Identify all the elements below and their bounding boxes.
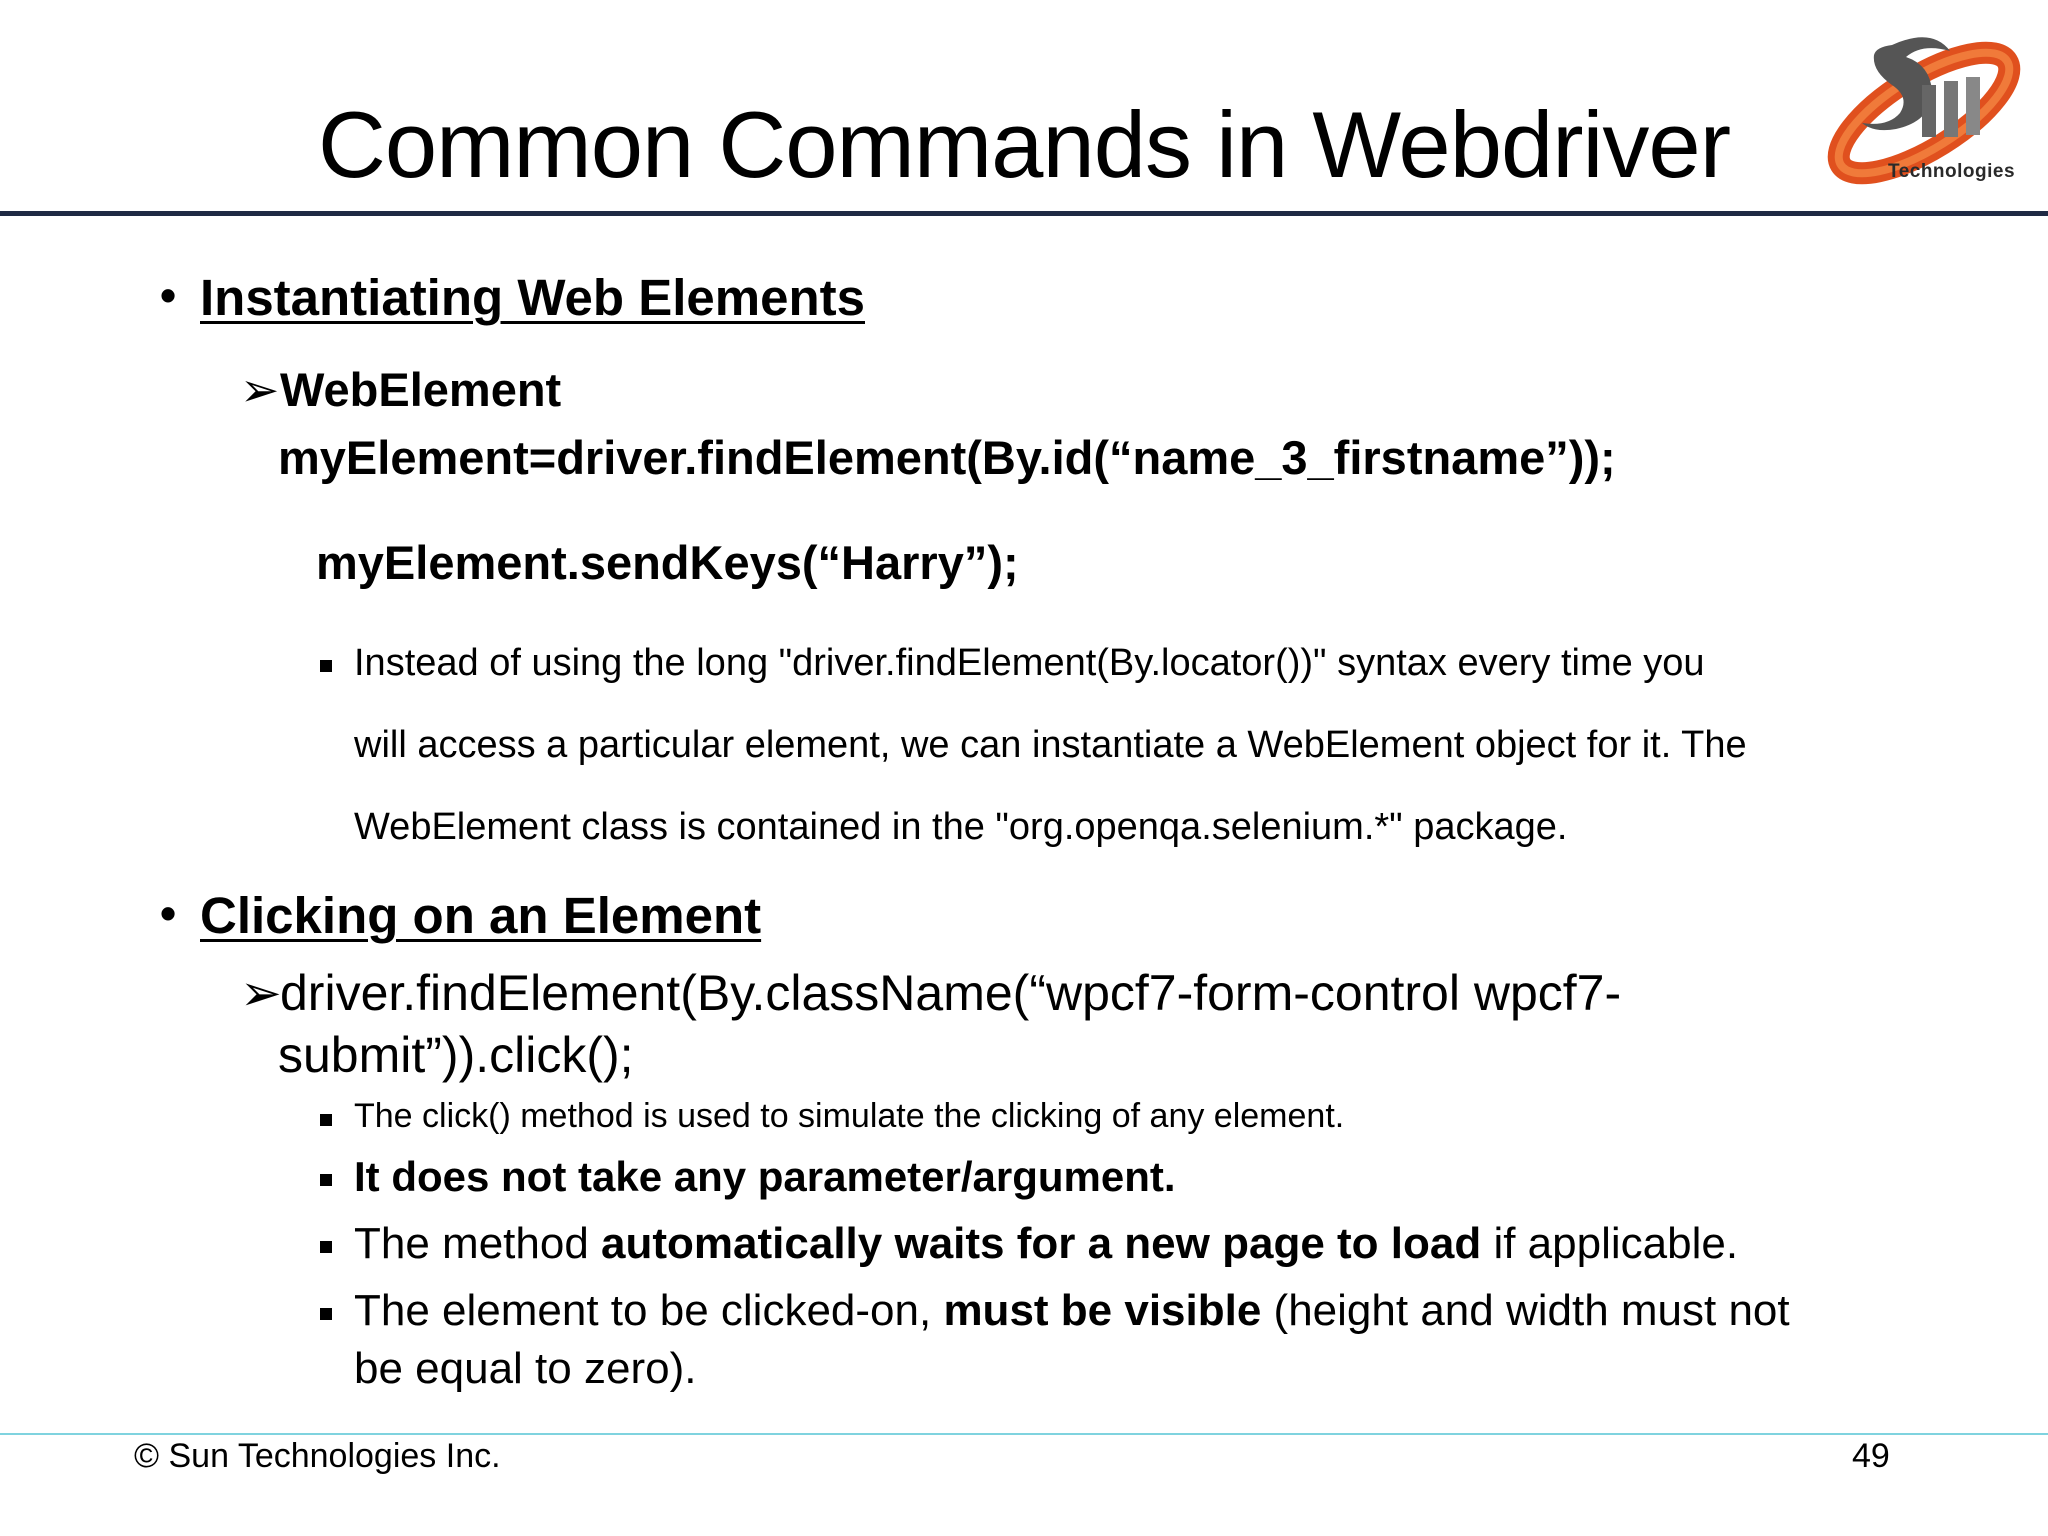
square-bullet-icon — [320, 1241, 332, 1253]
footer-copyright: © Sun Technologies Inc. — [134, 1437, 501, 1475]
section2-code-line1: ➢driver.findElement(By.className(“wpcf7-… — [240, 965, 1622, 1021]
square-bullet-icon — [320, 1308, 332, 1320]
section1-code-line3: myElement.sendKeys(“Harry”); — [316, 536, 1019, 589]
section2-point4-line2: be equal to zero). — [354, 1344, 697, 1393]
arrow-bullet-icon: ➢ — [240, 363, 280, 416]
section2-point2: It does not take any parameter/argument. — [354, 1153, 1176, 1200]
section2-point1: The click() method is used to simulate t… — [354, 1097, 1345, 1135]
section1-heading: Instantiating Web Elements — [200, 269, 865, 326]
square-bullet-icon — [320, 1114, 332, 1126]
section1-note-line3: WebElement class is contained in the "or… — [354, 806, 1568, 848]
bullet-dot: • — [160, 887, 177, 939]
section1-code-line2: myElement=driver.findElement(By.id(“name… — [278, 431, 1616, 484]
page-number: 49 — [1852, 1437, 1890, 1475]
section2-point4: The element to be clicked-on, must be vi… — [354, 1286, 1790, 1335]
section2-heading: Clicking on an Element — [200, 887, 762, 944]
section1-code-line1: ➢WebElement — [240, 363, 562, 416]
logo-text: Technologies — [1888, 161, 2016, 182]
square-bullet-icon — [320, 1174, 332, 1186]
bullet-dot: • — [160, 269, 177, 321]
section2-point3: The method automatically waits for a new… — [354, 1219, 1739, 1268]
section2-code-line2: submit”)).click(); — [278, 1027, 634, 1083]
section1-note-line2: will access a particular element, we can… — [354, 724, 1747, 766]
slide-title: Common Commands in Webdriver — [317, 92, 1731, 197]
section1-note-line1: Instead of using the long "driver.findEl… — [354, 642, 1705, 684]
footer-divider — [0, 1433, 2048, 1435]
square-bullet-icon — [320, 660, 332, 672]
company-logo — [1827, 37, 2021, 185]
header-divider — [0, 211, 2048, 216]
arrow-bullet-icon: ➢ — [240, 965, 282, 1021]
